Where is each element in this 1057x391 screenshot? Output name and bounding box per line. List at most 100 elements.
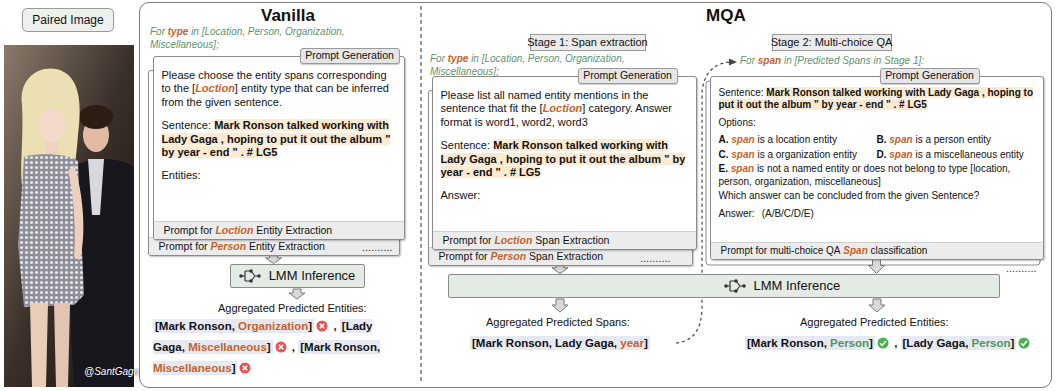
text: Prompt for	[164, 224, 213, 236]
entity-type: Miscellaneous	[153, 362, 232, 374]
lmm-box: LMM Inference	[448, 274, 1000, 298]
network-icon	[724, 278, 746, 294]
text: Loction	[195, 82, 235, 94]
text: span	[889, 149, 912, 160]
ellipsis-text: ..........	[1006, 262, 1037, 274]
note-text: in [Predicted Spans in Stage 1]:	[784, 55, 924, 66]
watermark-text: @SantGaga	[84, 366, 139, 377]
entity-text: ]	[267, 341, 271, 353]
section-divider	[420, 6, 421, 384]
text: Stage 1: Span extraction	[527, 36, 647, 48]
block-arrow	[869, 260, 885, 274]
heading-text: Aggregated Predicted Entities:	[800, 316, 949, 328]
text: span	[889, 134, 912, 145]
text-block: Prompt forLoctionEntity Extraction	[154, 221, 404, 239]
entity-text: ]	[1011, 337, 1015, 349]
text: Loction	[215, 224, 253, 236]
text: Prompt for	[443, 234, 492, 246]
text: Sentence:	[441, 139, 491, 151]
entity-type: Miscellaneous	[188, 341, 267, 353]
highlight: [Mark Ronson, Organization]	[153, 319, 314, 333]
ellipsis-text: ..........	[640, 252, 671, 264]
text: Answer:	[719, 208, 755, 219]
span-text: ]	[644, 337, 648, 349]
block-arrow	[266, 256, 282, 264]
text-block: Prompt forLoctionSpan Extraction	[433, 231, 696, 249]
highlight: [Mark Ronson, Lady Gaga, year]	[470, 336, 650, 350]
network-icon	[239, 268, 261, 284]
loop-note: For span in [Predicted Spans in Stage 1]…	[740, 55, 924, 68]
block-arrow	[552, 266, 568, 274]
text: Person	[210, 240, 246, 252]
stage-box: Stage 1: Span extraction	[530, 34, 646, 51]
output-list: [Mark Ronson, Person] , [Lady Gaga, Pers…	[745, 333, 1032, 354]
text-block: Please list all named entity mentions in…	[441, 89, 688, 130]
text: MQA	[706, 6, 746, 25]
separator: ,	[894, 337, 897, 349]
entity-text: ]	[308, 320, 312, 332]
arrow-head	[729, 59, 737, 66]
output-heading: Aggregated Predicted Entities:	[800, 316, 949, 330]
text: is not a named entity or does not belong…	[719, 163, 1011, 187]
ellipsis: ..........	[640, 252, 671, 266]
text-block: MQA	[706, 6, 746, 26]
entity-text: ]	[869, 337, 873, 349]
text-block: Answer:	[441, 189, 688, 203]
wrong-mark	[316, 320, 328, 332]
text: Prompt Generation	[885, 69, 974, 82]
text: span	[731, 149, 754, 160]
text: Options:	[719, 117, 756, 128]
text: LMM Inference	[269, 268, 356, 283]
text-block: Sentence:Mark Ronson talked working with…	[719, 87, 1035, 112]
entity-type: Person	[830, 337, 869, 349]
text-block: Please choose the entity spans correspon…	[162, 69, 396, 110]
text: Loction	[543, 102, 583, 114]
text-block: Which answer can be concluded from the g…	[719, 190, 1035, 203]
text-block: Options:	[719, 117, 1035, 130]
correct-mark	[877, 337, 889, 349]
text: Answer:	[441, 189, 481, 201]
text: is a organization entity	[757, 149, 857, 160]
text: Span Extraction	[529, 250, 603, 262]
text-block: Answer:(A/B/C/D/E)	[719, 208, 1035, 221]
text: is a miscellaneous entity	[915, 149, 1023, 160]
text-block: Entities:	[162, 169, 396, 183]
highlight: [Mark Ronson, Person]	[745, 336, 875, 350]
text: Paired Image	[32, 13, 103, 27]
entity-type: Organization	[238, 320, 308, 332]
text: Which answer can be concluded from the g…	[719, 190, 980, 201]
text: Entity Extraction	[249, 240, 325, 252]
output-arrow	[552, 299, 568, 312]
image-label: Paired Image	[22, 8, 114, 32]
text: Vanilla	[261, 6, 315, 25]
prompt-card: Please list all named entity mentions in…	[432, 76, 697, 250]
prompt-tab: Prompt Generation	[300, 48, 400, 64]
text: Prompt for	[159, 240, 208, 252]
text-block: Prompt forPersonEntity Extraction	[149, 237, 399, 255]
text: Prompt Generation	[305, 49, 394, 62]
text-block: Sentence:Mark Ronson talked working with…	[441, 139, 688, 180]
text: is a location entity	[757, 134, 837, 145]
correct-mark	[1018, 337, 1030, 349]
note-text: For	[430, 53, 445, 64]
text: E.	[719, 163, 728, 174]
entity-text: ]	[232, 362, 236, 374]
text: Entities:	[162, 169, 201, 181]
text: B.	[877, 134, 887, 145]
wrong-mark	[275, 341, 287, 353]
text: is a person entity	[915, 134, 991, 145]
entity-text: [Lady Gaga,	[903, 337, 969, 349]
span-text: year	[620, 337, 644, 349]
text: Mark Ronson talked working with Lady Gag…	[719, 87, 1034, 111]
entity-text: [Mark Ronson,	[300, 341, 380, 353]
text-block: Vanilla	[261, 6, 315, 26]
entity-text: [Mark Ronson,	[155, 320, 235, 332]
text-block: B.spanis a person entity	[877, 134, 1035, 147]
output-heading: Aggregated Predicted Entities:	[218, 302, 367, 316]
entity-text: [Mark Ronson,	[747, 337, 827, 349]
text: Prompt for	[439, 250, 488, 262]
text-block: D.spanis a miscellaneous entity	[877, 149, 1035, 162]
separator: ,	[333, 320, 336, 332]
text-block: A.spanis a location entity	[719, 134, 877, 147]
